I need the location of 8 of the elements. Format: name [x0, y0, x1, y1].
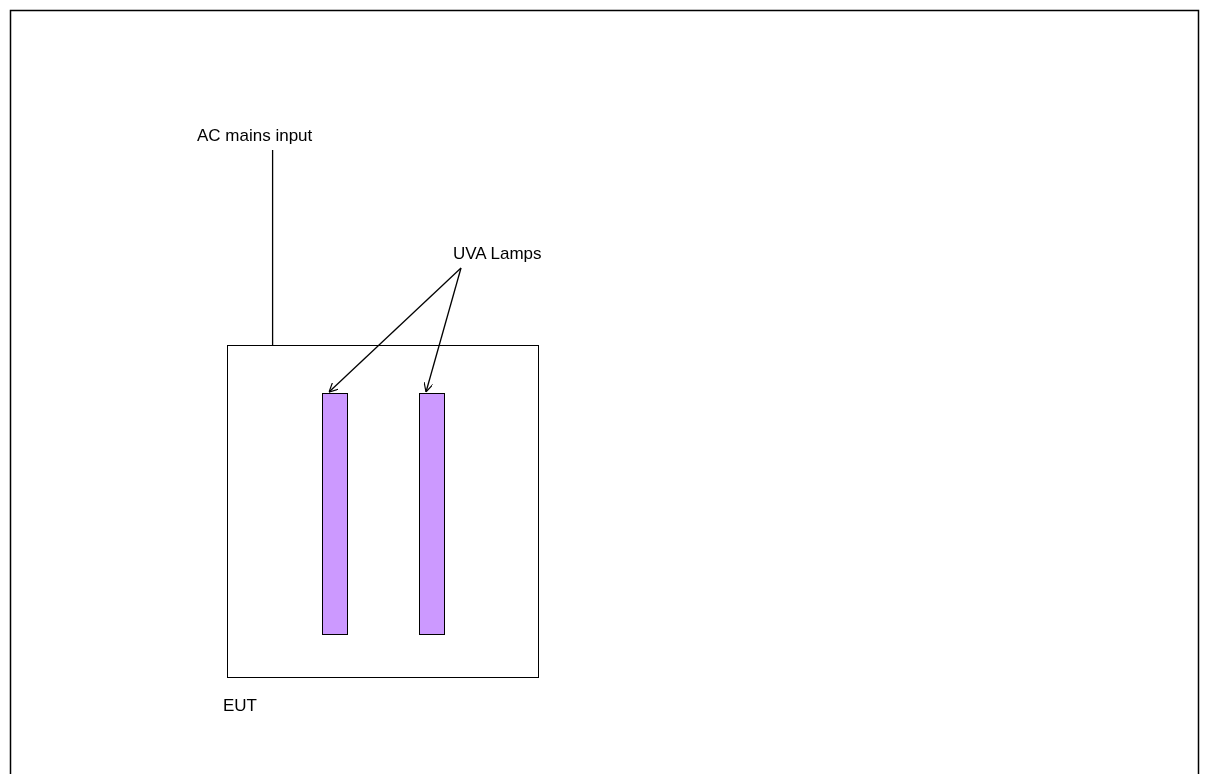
callout-label: AC mains input [197, 126, 314, 146]
lamp-tube [419, 393, 445, 635]
equipment-label: EUT [223, 696, 257, 716]
leader-arrow [328, 267, 462, 393]
lamp-tube [322, 393, 348, 635]
connector-line [271, 149, 274, 346]
leader-arrow [423, 267, 462, 393]
callout-label: UVA Lamps [453, 244, 543, 264]
